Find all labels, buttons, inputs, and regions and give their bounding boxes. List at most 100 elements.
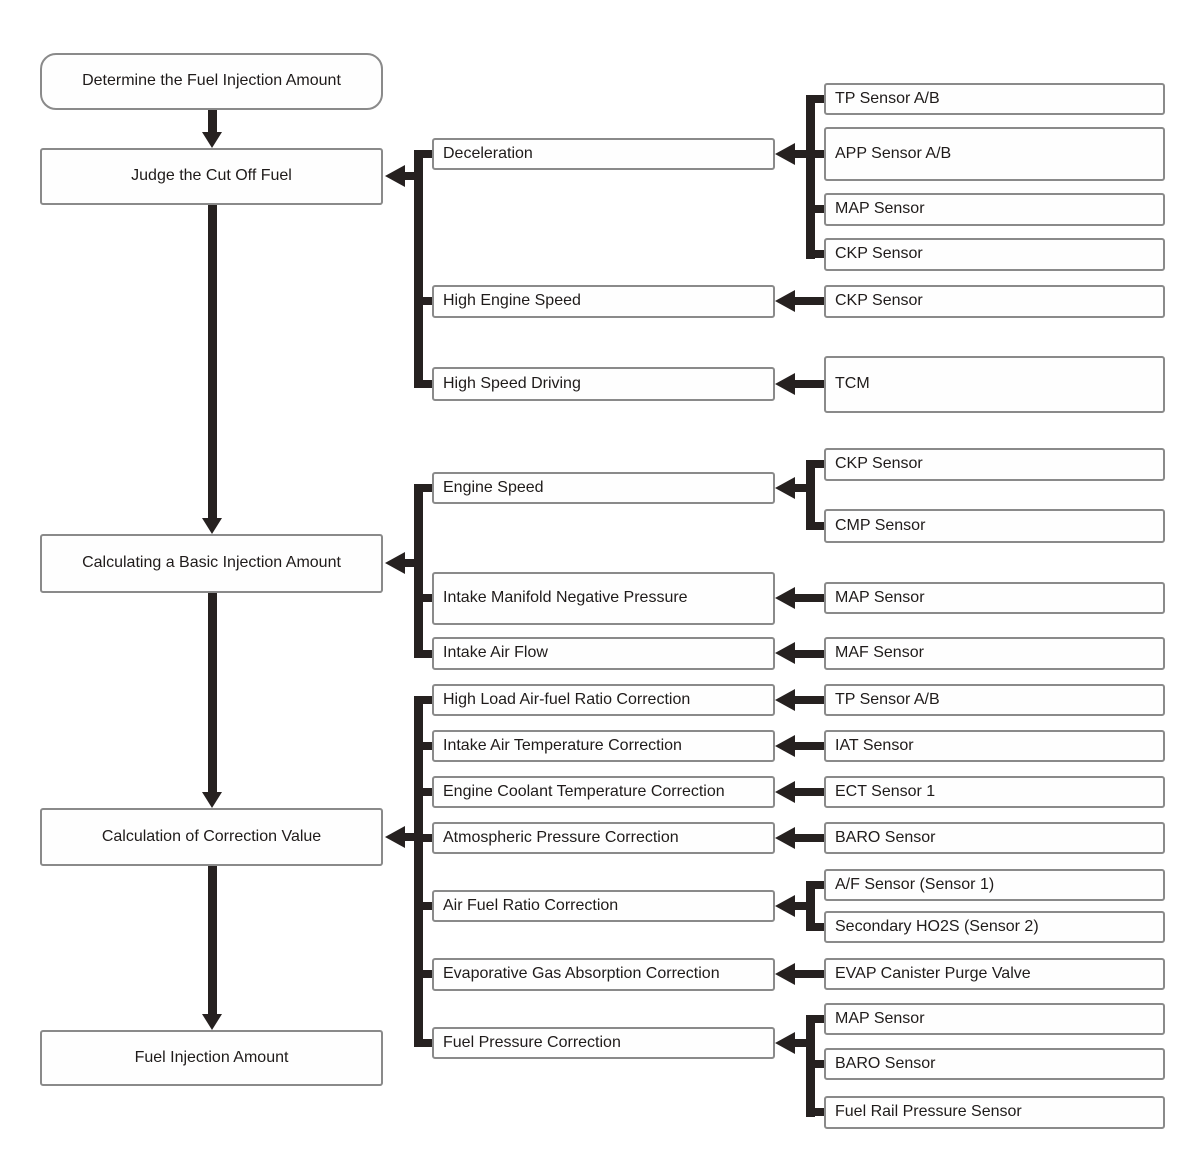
branch-stub bbox=[806, 1015, 824, 1023]
trunk-line bbox=[414, 484, 423, 658]
condition-high-load-air-fuel-ratio-correction: High Load Air-fuel Ratio Correction bbox=[432, 684, 775, 716]
condition-intake-manifold-negative-pressure: Intake Manifold Negative Pressure bbox=[432, 572, 775, 625]
arrow-shaft bbox=[789, 1039, 815, 1047]
branch-stub bbox=[806, 460, 824, 468]
arrow-shaft bbox=[789, 902, 815, 910]
sensor-maf-sensor: MAF Sensor bbox=[824, 637, 1165, 670]
branch-stub bbox=[414, 970, 432, 978]
arrow-shaft bbox=[789, 696, 824, 704]
trunk-line bbox=[806, 460, 815, 530]
arrow-left-icon bbox=[775, 477, 795, 499]
branch-stub bbox=[806, 205, 824, 213]
arrow-left-icon bbox=[775, 587, 795, 609]
branch-stub bbox=[414, 696, 432, 704]
condition-intake-air-flow: Intake Air Flow bbox=[432, 637, 775, 670]
condition-high-engine-speed: High Engine Speed bbox=[432, 285, 775, 318]
flow-line bbox=[208, 866, 217, 1016]
arrow-left-icon bbox=[385, 552, 405, 574]
arrow-shaft bbox=[789, 970, 824, 978]
sensor-ect-sensor-1: ECT Sensor 1 bbox=[824, 776, 1165, 808]
condition-fuel-pressure-correction: Fuel Pressure Correction bbox=[432, 1027, 775, 1059]
arrow-left-icon bbox=[775, 689, 795, 711]
arrow-shaft bbox=[789, 788, 824, 796]
branch-stub bbox=[414, 902, 432, 910]
branch-stub bbox=[806, 1060, 824, 1068]
condition-deceleration: Deceleration bbox=[432, 138, 775, 170]
arrow-shaft bbox=[403, 172, 423, 180]
trunk-line bbox=[414, 696, 423, 1047]
condition-high-speed-driving: High Speed Driving bbox=[432, 367, 775, 401]
trunk-line bbox=[414, 150, 423, 388]
arrow-left-icon bbox=[775, 1032, 795, 1054]
condition-engine-coolant-temperature-correction: Engine Coolant Temperature Correction bbox=[432, 776, 775, 808]
branch-stub bbox=[414, 150, 432, 158]
branch-stub bbox=[414, 594, 432, 602]
branch-stub bbox=[806, 250, 824, 258]
sensor-tp-sensor-ab: TP Sensor A/B bbox=[824, 684, 1165, 716]
branch-stub bbox=[806, 150, 824, 158]
sensor-ckp-sensor: CKP Sensor bbox=[824, 238, 1165, 271]
sensor-iat-sensor: IAT Sensor bbox=[824, 730, 1165, 762]
stage-determine-fuel-injection-amount: Determine the Fuel Injection Amount bbox=[40, 53, 383, 110]
branch-stub bbox=[414, 297, 432, 305]
arrow-left-icon bbox=[775, 781, 795, 803]
arrow-left-icon bbox=[385, 165, 405, 187]
arrow-down-icon bbox=[202, 132, 222, 148]
arrow-shaft bbox=[789, 380, 824, 388]
sensor-tp-sensor-ab: TP Sensor A/B bbox=[824, 83, 1165, 115]
stage-calculation-of-correction-value: Calculation of Correction Value bbox=[40, 808, 383, 866]
trunk-line bbox=[806, 95, 815, 259]
arrow-left-icon bbox=[775, 143, 795, 165]
sensor-ckp-sensor: CKP Sensor bbox=[824, 285, 1165, 318]
arrow-left-icon bbox=[775, 290, 795, 312]
arrow-left-icon bbox=[775, 373, 795, 395]
sensor-ckp-sensor: CKP Sensor bbox=[824, 448, 1165, 481]
stage-calculating-basic-injection-amount: Calculating a Basic Injection Amount bbox=[40, 534, 383, 593]
arrow-shaft bbox=[789, 150, 815, 158]
arrow-left-icon bbox=[775, 963, 795, 985]
branch-stub bbox=[806, 881, 824, 889]
branch-stub bbox=[806, 923, 824, 931]
stage-judge-cut-off-fuel: Judge the Cut Off Fuel bbox=[40, 148, 383, 205]
arrow-down-icon bbox=[202, 1014, 222, 1030]
arrow-left-icon bbox=[385, 826, 405, 848]
branch-stub bbox=[414, 484, 432, 492]
branch-stub bbox=[806, 1108, 824, 1116]
stage-fuel-injection-amount: Fuel Injection Amount bbox=[40, 1030, 383, 1086]
condition-evaporative-gas-absorption-correction: Evaporative Gas Absorption Correction bbox=[432, 958, 775, 991]
sensor-map-sensor: MAP Sensor bbox=[824, 193, 1165, 226]
sensor-fuel-rail-pressure-sensor: Fuel Rail Pressure Sensor bbox=[824, 1096, 1165, 1129]
arrow-shaft bbox=[789, 297, 824, 305]
sensor-tcm: TCM bbox=[824, 356, 1165, 413]
branch-stub bbox=[806, 522, 824, 530]
condition-air-fuel-ratio-correction: Air Fuel Ratio Correction bbox=[432, 890, 775, 922]
arrow-shaft bbox=[403, 559, 423, 567]
arrow-shaft bbox=[789, 834, 824, 842]
branch-stub bbox=[414, 380, 432, 388]
arrow-shaft bbox=[789, 650, 824, 658]
branch-stub bbox=[414, 742, 432, 750]
branch-stub bbox=[414, 834, 432, 842]
flow-line bbox=[208, 205, 217, 520]
sensor-cmp-sensor: CMP Sensor bbox=[824, 509, 1165, 543]
arrow-left-icon bbox=[775, 642, 795, 664]
arrow-shaft bbox=[789, 742, 824, 750]
branch-stub bbox=[414, 1039, 432, 1047]
sensor-af-sensor-1: A/F Sensor (Sensor 1) bbox=[824, 869, 1165, 901]
condition-atmospheric-pressure-correction: Atmospheric Pressure Correction bbox=[432, 822, 775, 854]
arrow-down-icon bbox=[202, 518, 222, 534]
arrow-left-icon bbox=[775, 735, 795, 757]
condition-intake-air-temperature-correction: Intake Air Temperature Correction bbox=[432, 730, 775, 762]
flow-line bbox=[208, 110, 217, 134]
sensor-map-sensor: MAP Sensor bbox=[824, 582, 1165, 614]
branch-stub bbox=[414, 650, 432, 658]
sensor-baro-sensor: BARO Sensor bbox=[824, 822, 1165, 854]
sensor-app-sensor-ab: APP Sensor A/B bbox=[824, 127, 1165, 181]
branch-stub bbox=[806, 95, 824, 103]
sensor-secondary-ho2s: Secondary HO2S (Sensor 2) bbox=[824, 911, 1165, 943]
arrow-down-icon bbox=[202, 792, 222, 808]
arrow-left-icon bbox=[775, 895, 795, 917]
flow-line bbox=[208, 593, 217, 794]
arrow-shaft bbox=[789, 594, 824, 602]
